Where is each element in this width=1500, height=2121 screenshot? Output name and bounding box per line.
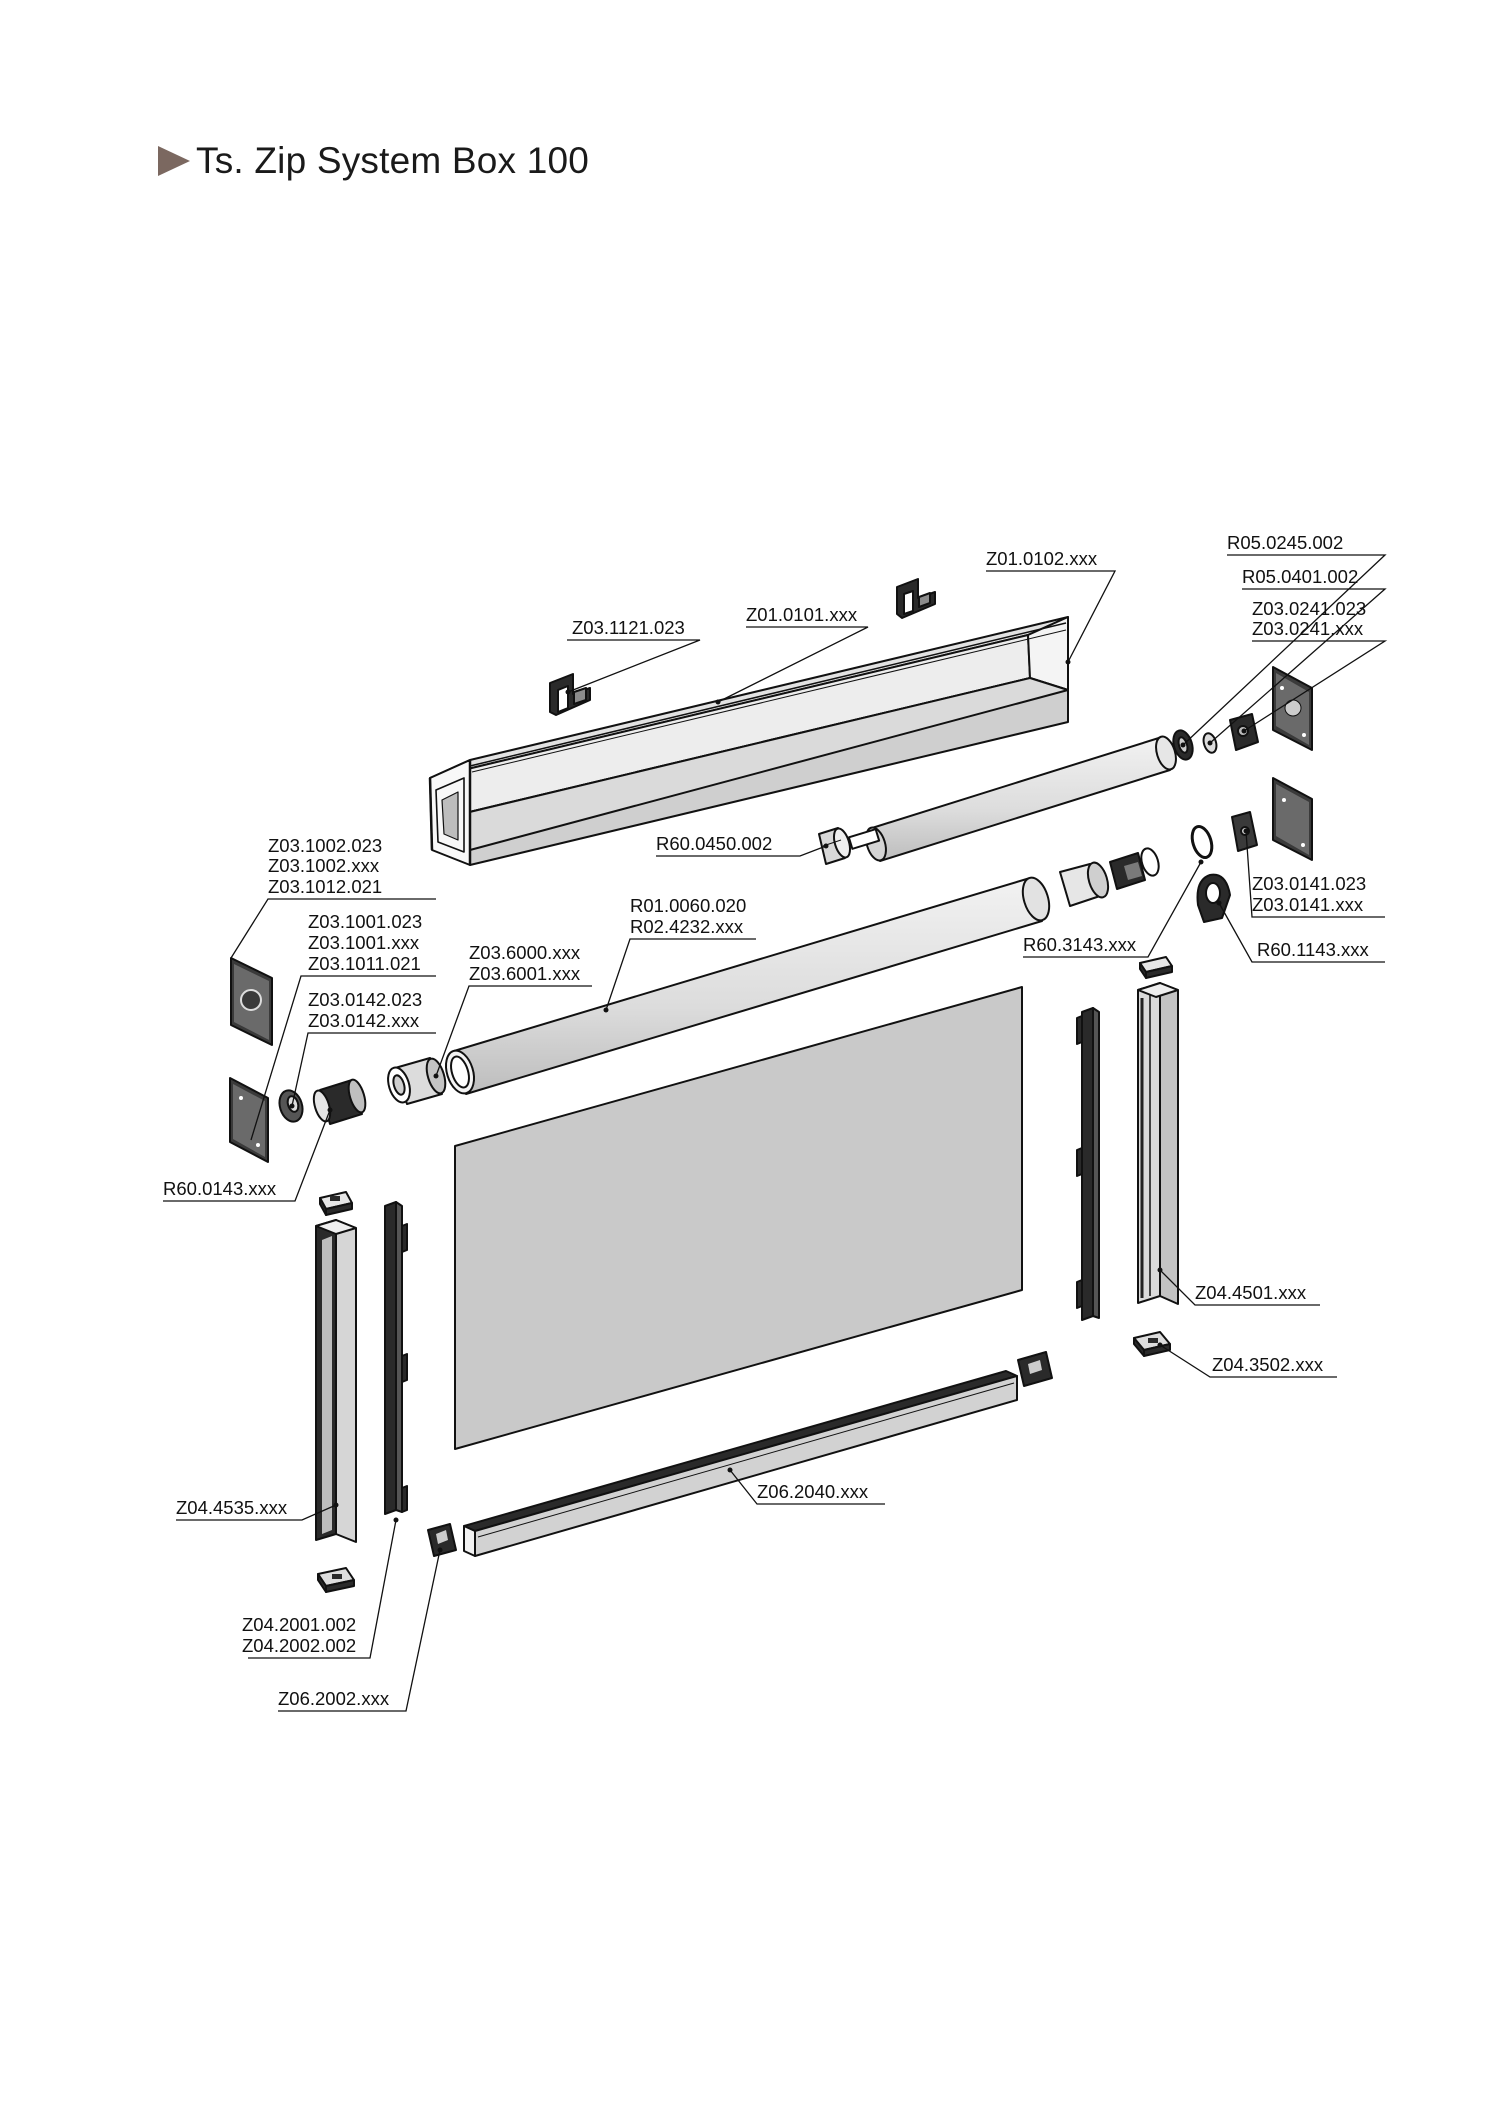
- part-label: Z03.6001.xxx: [469, 963, 581, 984]
- zip-insert-right: [1076, 1007, 1100, 1321]
- disc-r60-3143: [1190, 824, 1214, 860]
- part-label: Z03.1002.023: [268, 835, 382, 856]
- page-title: Ts. Zip System Box 100: [196, 140, 590, 181]
- slider-z04-3502: [1133, 1331, 1171, 1357]
- part-label: Z03.0141.xxx: [1252, 894, 1364, 915]
- part-label: Z06.2002.xxx: [278, 1688, 390, 1709]
- guide-rail-right: [1137, 982, 1179, 1305]
- part-label: R01.0060.020: [630, 895, 746, 916]
- part-label: Z03.0141.023: [1252, 873, 1366, 894]
- end-cap-z03-1001: [312, 1078, 367, 1125]
- part-label: R60.3143.xxx: [1023, 934, 1137, 955]
- part-label: Z03.1002.xxx: [268, 855, 380, 876]
- part-label: Z01.0102.xxx: [986, 548, 1098, 569]
- part-label: R60.0143.xxx: [163, 1178, 277, 1199]
- end-plate-left-bottom: [229, 1077, 269, 1163]
- part-label: Z04.4501.xxx: [1195, 1282, 1307, 1303]
- part-label: Z03.0142.023: [308, 989, 422, 1010]
- part-label: R02.4232.xxx: [630, 916, 744, 937]
- end-slider-top-left: [319, 1191, 353, 1216]
- bearing-r60-1143: [1196, 873, 1231, 923]
- part-label: R60.1143.xxx: [1257, 939, 1369, 960]
- part-label: R60.0450.002: [656, 833, 772, 854]
- part-label: Z03.1001.xxx: [308, 932, 420, 953]
- end-plate-top-right: [1272, 666, 1313, 751]
- roller-tube: [445, 876, 1051, 1095]
- end-plate-right-middle: [1272, 777, 1313, 861]
- adapter-z03-6000: [387, 1057, 447, 1105]
- part-label: Z03.1001.023: [308, 911, 422, 932]
- screen-fabric: [454, 986, 1023, 1450]
- triangle-bullet-icon: [158, 146, 190, 176]
- bottom-bar: [463, 1370, 1018, 1557]
- bottom-bar-cap-left: [427, 1523, 457, 1557]
- motor-head: [1059, 847, 1160, 907]
- cassette-box: [428, 616, 1069, 866]
- zip-insert-left: [384, 1201, 408, 1515]
- bracket-z03-1121: [549, 673, 591, 716]
- part-label: Z03.0241.023: [1252, 598, 1366, 619]
- page-header: Ts. Zip System Box 100: [158, 136, 589, 186]
- part-label: Z03.6000.xxx: [469, 942, 581, 963]
- part-label: Z03.1012.021: [268, 876, 382, 897]
- end-slider-top-right: [1139, 956, 1173, 979]
- part-label: Z04.4535.xxx: [176, 1497, 288, 1518]
- part-label: R05.0245.002: [1227, 532, 1343, 553]
- bottom-bar-cap-right: [1017, 1351, 1053, 1387]
- end-slider-bottom-left: [317, 1567, 355, 1593]
- part-label: Z04.2001.002: [242, 1614, 356, 1635]
- guide-rail-left: [315, 1219, 357, 1543]
- part-label: Z04.3502.xxx: [1212, 1354, 1324, 1375]
- part-label: Z03.1121.023: [572, 617, 685, 638]
- part-label: Z03.0142.xxx: [308, 1010, 420, 1031]
- adapter-r60-0450: [818, 827, 852, 865]
- end-plate-left-top: [230, 957, 273, 1046]
- bracket-top-right: [896, 578, 936, 619]
- part-label: Z03.1011.021: [308, 953, 421, 974]
- part-label: Z04.2002.002: [242, 1635, 356, 1656]
- part-label: Z03.0241.xxx: [1252, 618, 1364, 639]
- part-label: Z06.2040.xxx: [757, 1481, 869, 1502]
- part-label: R05.0401.002: [1242, 566, 1358, 587]
- part-label: Z01.0101.xxx: [746, 604, 858, 625]
